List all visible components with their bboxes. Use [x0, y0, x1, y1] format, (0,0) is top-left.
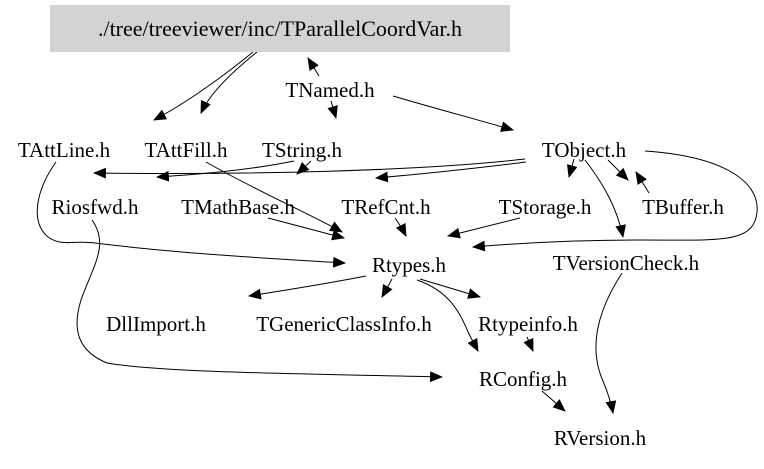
edge-Rtypeinfo-to-RConfig [523, 336, 534, 352]
edge-RConfig-to-RVersion [541, 390, 566, 412]
node-TGenericClassInfo-h[interactable]: TGenericClassInfo.h [256, 312, 432, 336]
edge-Rtypes-to-TGenericClassInfo [381, 278, 393, 298]
edge-Riosfwd-to-RConfig [76, 219, 444, 383]
node-TAttFill-h[interactable]: TAttFill.h [145, 138, 228, 162]
node-Rtypeinfo-h[interactable]: Rtypeinfo.h [478, 312, 578, 336]
edge-root-to-TAttLine [153, 51, 254, 121]
edge-TNamed-to-TObject [392, 95, 515, 132]
node-TMathBase-h[interactable]: TMathBase.h [181, 195, 295, 219]
root-node-box [50, 5, 510, 52]
node-TVersionCheck-h[interactable]: TVersionCheck.h [553, 251, 700, 275]
edge-TStorage-to-Rtypes [446, 217, 521, 239]
edge-TNamed-to-root [307, 57, 320, 77]
edge-TObject-to-Riosfwd [92, 158, 526, 179]
node-RVersion-h[interactable]: RVersion.h [554, 426, 647, 450]
node-root: ./tree/treeviewer/inc/TParallelCoordVar.… [98, 16, 462, 41]
edge-Rtypes-to-DllImport [247, 275, 367, 300]
edge-TAttLine-to-Rtypes [36, 161, 347, 268]
edge-TObject-to-TBuffer [607, 159, 629, 181]
node-TAttLine-h[interactable]: TAttLine.h [18, 138, 111, 162]
edge-TBuffer-to-TObject [635, 171, 650, 194]
edge-TObject-to-TVersionCheck [584, 159, 626, 239]
edge-Rtypes-to-Rtypeinfo [419, 278, 482, 299]
edge-TMathBase-to-Rtypes [267, 217, 346, 241]
edge-TObject-to-TRefCnt [374, 161, 527, 183]
node-TRefCnt-h[interactable]: TRefCnt.h [341, 195, 431, 219]
node-Riosfwd-h[interactable]: Riosfwd.h [52, 195, 139, 219]
edge-root-to-TAttFill [200, 51, 258, 114]
edge-group [36, 51, 758, 415]
edge-TNamed-to-TString [327, 100, 338, 120]
node-TString-h[interactable]: TString.h [262, 138, 342, 162]
node-Rtypes-h[interactable]: Rtypes.h [372, 253, 447, 277]
edge-Rtypes-to-RConfig [416, 279, 479, 352]
edge-TRefCnt-to-Rtypes [394, 217, 407, 237]
node-TBuffer-h[interactable]: TBuffer.h [642, 195, 724, 219]
node-TNamed-h[interactable]: TNamed.h [285, 78, 375, 102]
edge-TString-to-Riosfwd [155, 160, 295, 182]
node-TObject-h[interactable]: TObject.h [542, 138, 627, 162]
edge-TObject-to-Rtypes [471, 150, 758, 252]
node-TStorage-h[interactable]: TStorage.h [499, 195, 592, 219]
node-RConfig-h[interactable]: RConfig.h [479, 367, 568, 391]
node-DllImport-h[interactable]: DllImport.h [106, 312, 206, 336]
edge-TObject-to-TStorage [566, 158, 578, 179]
edge-TAttFill-to-Rtypes [205, 161, 343, 233]
edge-TVersionCheck-to-RVersion [595, 272, 623, 415]
